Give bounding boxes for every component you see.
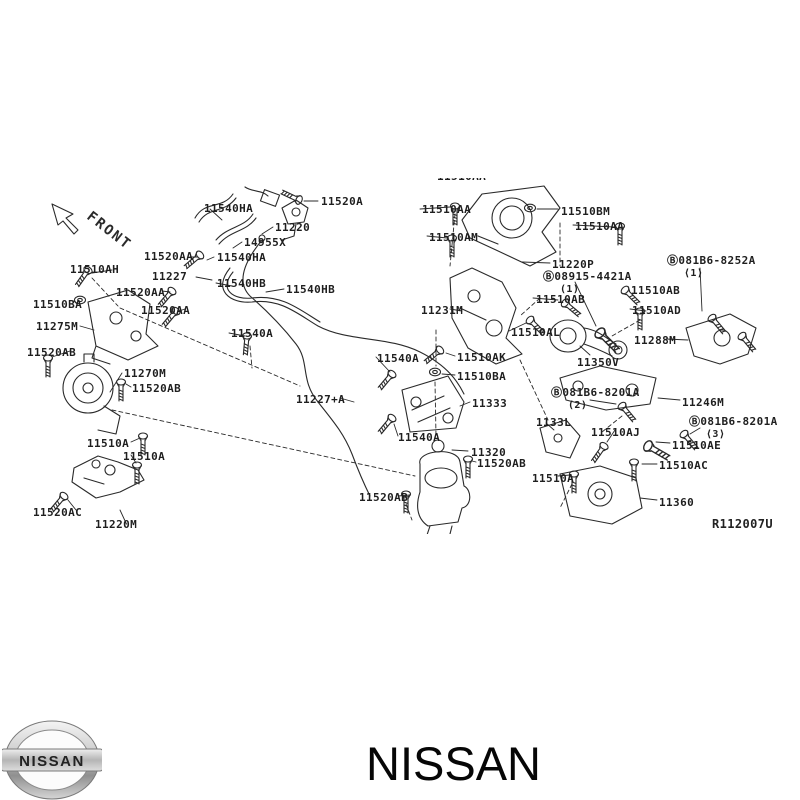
part-label: 11333	[472, 397, 508, 410]
part-label: 11540HB	[286, 283, 336, 296]
part-label: 11288M	[634, 334, 677, 347]
bracket-11231m	[449, 267, 523, 365]
part-label: Ⓑ081B6-8201A⟨3⟩	[689, 415, 778, 440]
part-label: 11227+A	[296, 393, 346, 406]
dashed-guides	[91, 213, 641, 521]
diagram-ref-code: R112007U	[712, 517, 773, 531]
part-label: 11231M	[421, 304, 464, 317]
part-label: 11540A	[398, 431, 441, 444]
part-label: 11510AC	[659, 459, 709, 472]
part-label: 11510AH	[70, 263, 120, 276]
part-label: 11540A	[231, 327, 274, 340]
part-label: 1133L	[536, 416, 572, 429]
part-label: 11540HA	[217, 251, 267, 264]
mount-11320	[417, 439, 471, 534]
bracket-11246m	[559, 365, 657, 411]
part-label: 11510A	[532, 472, 575, 485]
part-label: 11510A	[123, 450, 166, 463]
part-label: Ⓑ081B6-8252A⟨1⟩	[667, 254, 756, 279]
part-label: 11220M	[95, 518, 138, 531]
part-label: 11510AA	[437, 178, 486, 182]
part-qty: (2)	[568, 400, 588, 411]
part-number-caption: NISSAN 113204RA0A	[366, 737, 642, 800]
hose-11540ha	[194, 186, 281, 245]
part-label-layer: 11510AA 11540HA 11520A 11220 14955X 11520AA 11…	[0, 178, 800, 534]
part-label: 11246M	[682, 396, 725, 409]
part-label: 11350V	[577, 356, 620, 369]
bracket-14955x	[281, 199, 309, 241]
engine-mounting-diagram: FRONT	[0, 178, 800, 534]
leader-lines	[51, 200, 703, 524]
nissan-logo-text: NISSAN	[19, 753, 85, 770]
part-label: 11520AB	[27, 346, 77, 359]
part-label: 11510AK	[457, 351, 507, 364]
part-label: 11520AA	[144, 250, 194, 263]
part-label: 11320	[471, 446, 507, 459]
part-label: 11227	[152, 270, 188, 283]
part-label: 11510A	[87, 437, 130, 450]
part-label: 11510BM	[561, 205, 611, 218]
part-label: 11520AB	[477, 457, 527, 470]
part-label: 11360	[659, 496, 695, 509]
part-label: 11510AJ	[591, 426, 641, 439]
part-label: 11520AA	[116, 286, 166, 299]
bracket-11288m	[685, 313, 757, 365]
part-label: 11510AD	[632, 304, 682, 317]
mount-11360	[559, 465, 643, 525]
bracket-1133l	[539, 419, 581, 459]
part-label: Ⓑ081B6-8201A(2)	[551, 386, 640, 411]
part-label: 11510AM	[429, 231, 479, 244]
part-label: 11220P	[552, 258, 595, 271]
part-label: 11510BA	[457, 370, 507, 383]
part-label: 11220	[275, 221, 311, 234]
bracket-11333	[401, 375, 465, 433]
part-qty: ⟨1⟩	[684, 268, 704, 279]
bracket-11220m	[71, 455, 145, 499]
part-label: 11540A	[377, 352, 420, 365]
part-label: 11510AA	[422, 203, 472, 216]
part-qty: (1)	[560, 284, 580, 295]
part-label: 11510AE	[672, 439, 722, 452]
diagram-line-art: FRONT	[42, 185, 759, 534]
part-label: 11510AA	[575, 220, 625, 233]
mount-11275m	[87, 289, 159, 365]
part-label: 11270M	[124, 367, 167, 380]
part-label: 11540HA	[204, 202, 254, 215]
part-qty: ⟨3⟩	[706, 429, 726, 440]
part-label: 11520AA	[141, 304, 191, 317]
part-label: 11520AB	[359, 491, 409, 504]
part-label: 11510AB	[536, 293, 586, 306]
part-label: 11510BA	[33, 298, 83, 311]
nissan-logo: NISSAN	[2, 720, 102, 800]
tube-11227a	[242, 234, 371, 497]
part-label: Ⓑ08915-4421A(1)	[543, 270, 632, 295]
part-label: 11510AL	[511, 326, 561, 339]
bracket-engine-top	[461, 185, 561, 267]
part-label: 14955X	[244, 236, 287, 249]
part-label: 11520A	[321, 195, 364, 208]
part-label: 11520AC	[33, 506, 83, 519]
part-label: 11510AB	[631, 284, 681, 297]
part-label: 11540HB	[217, 277, 267, 290]
part-label: 11275M	[36, 320, 79, 333]
part-label: 11520AB	[132, 382, 182, 395]
